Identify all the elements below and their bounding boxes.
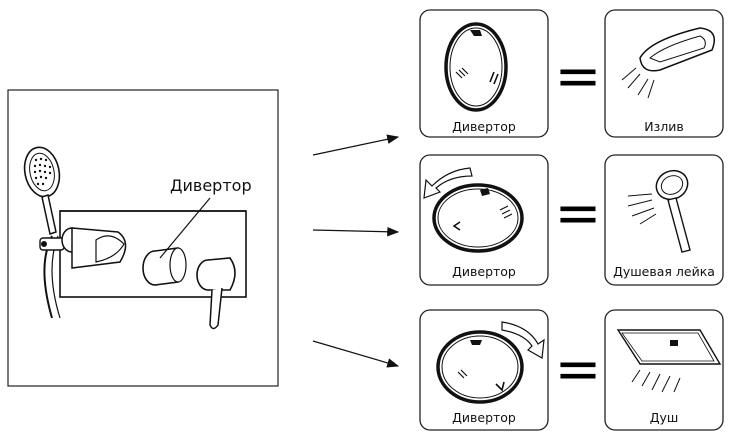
callout-leader [159,197,211,259]
arrow-to-row-3 [312,340,400,368]
hand-shower-icon [499,205,513,219]
mixer-callout-label: Дивертор [170,176,252,195]
row-1-diverter-tile [419,9,549,138]
row-3-result-tile [604,309,724,431]
row-1-result-tile [604,9,724,138]
overhead-shower-icon [470,340,482,345]
hand-shower-icon [455,67,469,79]
spout-icon [61,227,127,269]
arrow-to-row-1 [312,134,400,156]
rotate-arrow-icon [423,167,473,199]
spout-icon [495,381,505,392]
row-2-equals: = [555,181,602,246]
hand-shower-icon [23,146,65,319]
row-2-result-tile [604,154,724,286]
mixer-panel [7,89,279,387]
row-3-equals: = [555,337,602,402]
rotate-arrow-icon [501,321,545,359]
spout-icon [452,221,461,231]
mixer-lever [196,257,236,330]
row-1-equals: = [555,44,602,109]
spout-icon [489,71,499,85]
row-3-result-label: Душ [649,410,679,425]
overhead-shower-icon [470,30,482,36]
row-2-diverter-label: Дивертор [452,264,516,279]
hand-shower-icon [457,369,468,379]
overhead-shower-icon [480,188,490,196]
arrow-to-row-2 [312,226,400,237]
row-3-diverter-label: Дивертор [452,410,516,425]
diverter-knob [142,247,187,286]
row-2-result-label: Душевая лейка [613,264,715,279]
row-3-diverter-tile [419,309,549,431]
row-1-result-label: Излив [644,119,684,134]
row-1-diverter-label: Дивертор [452,119,516,134]
row-2-diverter-tile [419,154,549,286]
